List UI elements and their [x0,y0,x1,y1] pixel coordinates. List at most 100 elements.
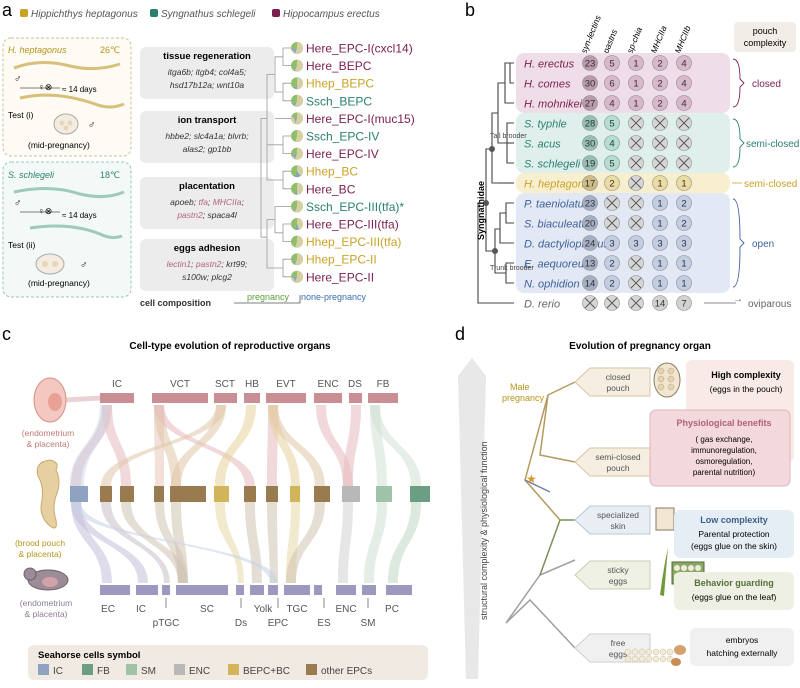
svg-text:1: 1 [681,259,686,270]
benefits-line: parental nutrition) [693,468,756,477]
human-uterus-icon [33,377,67,423]
gene-name: col4a5 [219,67,244,77]
free-egg-icon [666,648,674,656]
cluster-label: Here_EPC-III(tfa) [306,218,399,232]
svg-text:4: 4 [681,99,686,110]
non-pregnancy-label: none-pregnancy [301,292,367,302]
legend-label: BEPC+BC [243,666,290,677]
group-label: semi-closed [744,179,797,190]
gene-count: 1 [676,255,692,271]
bottom-cell-label: Yolk [254,604,274,615]
column-header: sp-chia [625,25,645,54]
gene-name: ; [245,259,248,269]
organ-mid-line1: (brood pouch [15,538,65,548]
function-title: placentation [179,181,235,192]
box2-test: Test (ii) [8,240,36,250]
svg-text:2: 2 [657,99,662,110]
gene-name: ; [214,67,219,77]
cell-block-human [100,393,134,403]
organ-top-line2: & placenta) [27,439,70,449]
legend-swatch [306,664,317,675]
gene-name: pastn2 [195,259,222,269]
gene-name: ; [244,67,247,77]
embryo-icon [671,658,681,666]
cell-block-seahorse [342,486,360,502]
cell-block-seahorse [314,486,330,502]
legend-swatch [82,664,93,675]
svg-text:1: 1 [681,279,686,290]
gene-name: ; [221,259,226,269]
box2-stage: (mid-pregnancy) [28,278,90,288]
composition-pie [291,112,304,125]
legend-here: Hippocampus erectus [283,9,380,20]
pipefish-male-icon [13,186,125,199]
species-name: S. schlegeli [524,159,581,171]
stage-tag [574,505,651,535]
svg-text:3: 3 [681,239,686,250]
gene-name: gp1bb [208,144,232,154]
gene-list: lectin1; pastn2; krt99; [167,259,248,269]
cell-block-seahorse [154,486,164,502]
gene-count: 3 [676,235,692,251]
star-icon: ★ [526,472,537,486]
composition-pie [291,59,304,72]
organ-mid-line2: & placenta) [19,549,62,559]
gene-count: 19 [582,155,598,171]
cell-block-mouse [386,585,412,595]
legend-label: other EPCs [321,666,372,677]
absent-marker [628,195,644,211]
gene-name: ; [194,197,199,207]
panel-c-title: Cell-type evolution of reproductive orga… [129,341,331,352]
stage-tag [574,560,651,590]
flow-band [286,502,325,583]
cluster-label: Here_EPC-I(muc15) [306,112,415,126]
cell-block-mouse [176,585,228,595]
organ-bot-line1: (endometrium [20,598,72,608]
gene-name: ; [212,80,217,90]
absent-marker [628,255,644,271]
svg-text:30: 30 [585,139,596,150]
benefits-line: immunoregulation, [691,446,757,455]
absent-marker [604,215,620,231]
flow-band [370,405,421,486]
experiment-box-1: H. heptagonus 26℃ ♂ ♀⊗ ≈ 14 days Test (i… [2,37,132,157]
free-egg-icon [652,648,660,656]
cluster-label: Hhep_BC [306,165,358,179]
flow-band [71,502,148,583]
free-egg-icon [652,655,660,663]
species-name: H. mohnikei [524,99,583,111]
svg-text:1: 1 [657,199,662,210]
gene-name: plcg2 [210,272,232,282]
gene-count: 2 [652,55,668,71]
flow-band [70,405,110,486]
cell-block-human [368,393,398,403]
svg-text:4: 4 [609,139,614,150]
svg-text:14: 14 [655,299,666,310]
gene-list: hbbe2; slc4a1a; blvrb; [165,131,249,141]
legend-label: FB [97,666,110,677]
gene-list: hsd17b12a; wnt10a [170,80,244,90]
top-cell-label: DS [348,379,362,390]
benefits-line: osmoregulation, [696,457,753,466]
bottom-cell-label: IC [136,604,146,615]
cell-block-human [152,393,208,403]
free-egg-icon [638,655,646,663]
svg-text:14: 14 [585,279,596,290]
cluster-label: Ssch_EPC-III(tfa)* [306,200,404,214]
flow-band [71,502,278,583]
pipefish-male-icon [13,61,121,71]
svg-text:27: 27 [585,99,596,110]
svg-text:1: 1 [681,179,686,190]
cross-symbol: ♀⊗ [38,206,52,216]
stage-tag [574,367,651,397]
svg-text:4: 4 [609,99,614,110]
axis-label: structural complexity & physiological fu… [479,441,489,620]
gene-name: lectin1 [167,259,192,269]
gene-name: pastn2 [176,210,203,220]
legend-ssch: Syngnathus schlegeli [161,9,256,20]
gene-count: 6 [604,75,620,91]
gene-count: 4 [604,135,620,151]
stage-label: skin [610,521,625,531]
pouch-section-icon [53,113,79,135]
